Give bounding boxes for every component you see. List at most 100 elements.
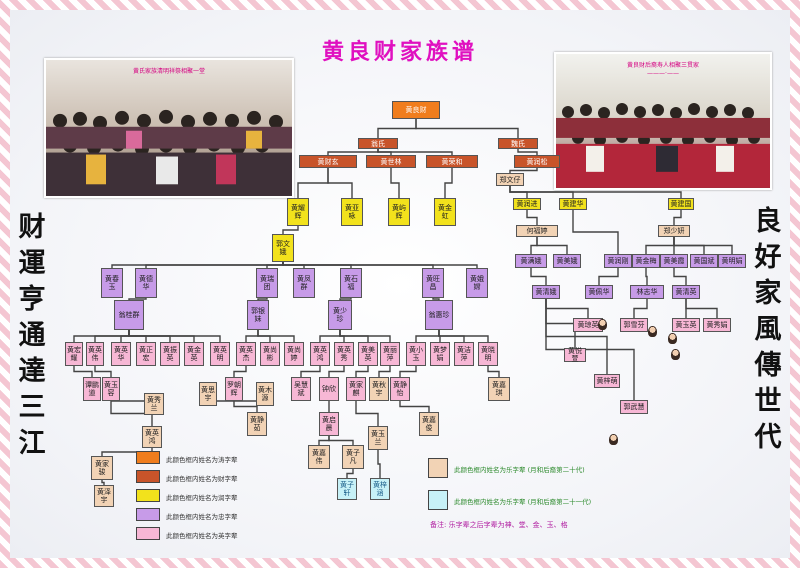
tree-node-g5: 黄润进	[513, 198, 541, 210]
legend-swatch	[136, 451, 160, 464]
tree-node-p13: 黄美英	[358, 342, 378, 366]
tree-node-h6: 黄旺昌	[422, 268, 444, 298]
portrait-thumbnail	[668, 333, 677, 344]
tree-node-p18: 黄晓明	[478, 342, 498, 366]
legend-label: 此颜色框内姓名为乐字辈 (月和后裔第二十代)	[454, 466, 585, 474]
tree-node-q18: 黄嘉伟	[308, 445, 330, 469]
tree-node-q13: 黄静怡	[390, 377, 410, 401]
tree-node-q10: 钟欣	[319, 377, 339, 401]
legend-swatch	[136, 489, 160, 502]
tree-node-q1: 谭鹏道	[83, 377, 101, 401]
page-title: 黄良财家族谱	[321, 39, 478, 65]
right-vertical-couplet: 良好家風傳世代	[754, 206, 782, 453]
tree-node-p2: 黄英伟	[86, 342, 104, 366]
legend-swatch	[136, 470, 160, 483]
tree-node-s-a3: 黄荣和	[426, 155, 478, 168]
tree-node-g2: 黄亚咏	[341, 198, 363, 226]
legend-label: 此颜色框内姓名为财字辈	[166, 475, 238, 483]
family-photo-right: 黄良财后裔寿人相聚三贯家 ———·——	[554, 52, 772, 190]
tree-node-k-e3: 黄润刚	[604, 254, 632, 268]
tree-node-p14: 黄丽萍	[380, 342, 400, 366]
tree-node-k-e1w: 黄琼英	[573, 318, 603, 332]
tree-node-wife-a: 翁氏	[358, 138, 398, 149]
tree-node-h2: 黄德华	[135, 268, 157, 298]
family-photo-left-caption: 黄氏家族清明祥祭相聚一堂	[132, 68, 205, 75]
tree-node-q2: 黄玉容	[102, 377, 120, 401]
tree-node-h4: 黄凤群	[293, 268, 315, 298]
tree-node-h5w: 黄少珍	[328, 300, 352, 330]
tree-node-p3: 黄英华	[111, 342, 131, 366]
tree-node-h5: 黄石福	[340, 268, 362, 298]
legend-swatch	[136, 508, 160, 521]
legend-label: 此颜色框内姓名为涛字辈	[166, 456, 238, 464]
tree-node-s1: 郭武慧	[620, 400, 648, 414]
tree-node-q11: 黄家麒	[346, 377, 366, 401]
portrait-thumbnail	[598, 319, 607, 330]
tree-node-q4: 黄英鸿	[142, 426, 162, 448]
tree-node-k-e5w: 黄清英	[672, 285, 700, 299]
tree-node-r4: 黄梓涵	[370, 478, 390, 500]
legend-label: 此颜色框内姓名为润字辈	[166, 494, 238, 502]
family-photo-right-caption: 黄良财后裔寿人相聚三贯家	[626, 62, 699, 69]
tree-node-q12: 黄秋宇	[369, 377, 389, 401]
portrait-thumbnail	[671, 349, 680, 360]
tree-node-q16: 黄启晨	[319, 412, 339, 436]
legend-label: 此颜色框内姓名为忠字辈	[166, 513, 238, 521]
tree-node-k-e4: 黄金梅	[632, 254, 660, 268]
legend-swatch	[136, 527, 160, 540]
portrait-thumbnail	[648, 326, 657, 337]
tree-node-r2: 黄泽宇	[94, 485, 114, 507]
tree-node-q7: 黄思宇	[199, 382, 217, 406]
tree-node-q3: 黄秀兰	[144, 393, 164, 415]
tree-node-g7: 黄建国	[668, 198, 694, 210]
tree-node-q14: 黄嘉琪	[488, 377, 510, 401]
tree-node-q19: 黄子凡	[342, 445, 364, 469]
footnote: 备注: 乐字辈之后字辈为神、堂、金、玉、格	[430, 521, 568, 529]
tree-node-r1: 黄家骏	[91, 456, 113, 480]
tree-node-p16: 黄梦娟	[430, 342, 450, 366]
tree-node-s-b1: 黄润松	[514, 155, 560, 168]
portrait-thumbnail	[609, 434, 618, 445]
tree-node-g7w: 郑少妍	[658, 225, 690, 237]
tree-node-k-e5: 黄美霞	[660, 254, 688, 268]
tree-node-g1: 黄耀辉	[287, 198, 309, 226]
tree-node-g1m: 郭文娥	[272, 234, 294, 262]
legend-swatch	[428, 458, 448, 478]
tree-node-p8: 黄英杰	[236, 342, 256, 366]
tree-node-q8: 黄静茹	[247, 412, 267, 436]
tree-node-k-e1: 黄满娥	[515, 254, 547, 268]
tree-node-k-e10: 林志华	[630, 285, 664, 299]
tree-node-p6: 黄金英	[184, 342, 204, 366]
tree-node-k-e9: 黄佩华	[585, 285, 613, 299]
tree-node-wife-b: 魏氏	[498, 138, 538, 149]
tree-node-p11: 黄英鸿	[310, 342, 330, 366]
tree-node-r3: 黄子轩	[337, 478, 357, 500]
tree-node-p17: 黄洁萍	[454, 342, 474, 366]
tree-node-k-e7: 黄明娟	[718, 254, 746, 268]
tree-node-h3: 黄瑞团	[256, 268, 278, 298]
tree-node-p9: 黄尚彬	[260, 342, 280, 366]
crowd-graphic-right	[556, 103, 770, 188]
tree-node-g6: 黄建华	[559, 198, 587, 210]
tree-node-g5w: 何福婷	[516, 225, 558, 237]
tree-node-p12: 黄英秀	[334, 342, 354, 366]
tree-node-root: 黄良财	[392, 101, 440, 119]
crowd-graphic-left	[46, 109, 292, 196]
tree-node-p4: 黄正宏	[136, 342, 156, 366]
tree-node-k-e8: 黄清娥	[532, 285, 560, 299]
tree-node-q6: 罗朝辉	[225, 377, 243, 401]
tree-node-q15: 黄嘉俊	[419, 412, 439, 436]
legend-swatch	[428, 490, 448, 510]
tree-node-k-e6: 黄国斌	[690, 254, 718, 268]
tree-node-h1: 黄春玉	[101, 268, 123, 298]
tree-node-p7: 黄英明	[210, 342, 230, 366]
tree-node-k-e6w: 黄玉英	[672, 318, 700, 332]
tree-node-k-e9w: 郭雪芬	[620, 318, 648, 332]
tree-node-k-e7w: 黄秀娟	[703, 318, 731, 332]
legend-label: 此颜色框内姓名为乐字辈 (月和后裔第二十一代)	[454, 498, 592, 506]
tree-node-s-b1w: 郑文仔	[496, 173, 524, 186]
tree-node-g3: 黄屿辉	[388, 198, 410, 226]
tree-node-s-a2: 黄世林	[366, 155, 416, 168]
tree-node-p15: 黄小玉	[406, 342, 426, 366]
tree-node-q9: 吴慧斌	[291, 377, 311, 401]
